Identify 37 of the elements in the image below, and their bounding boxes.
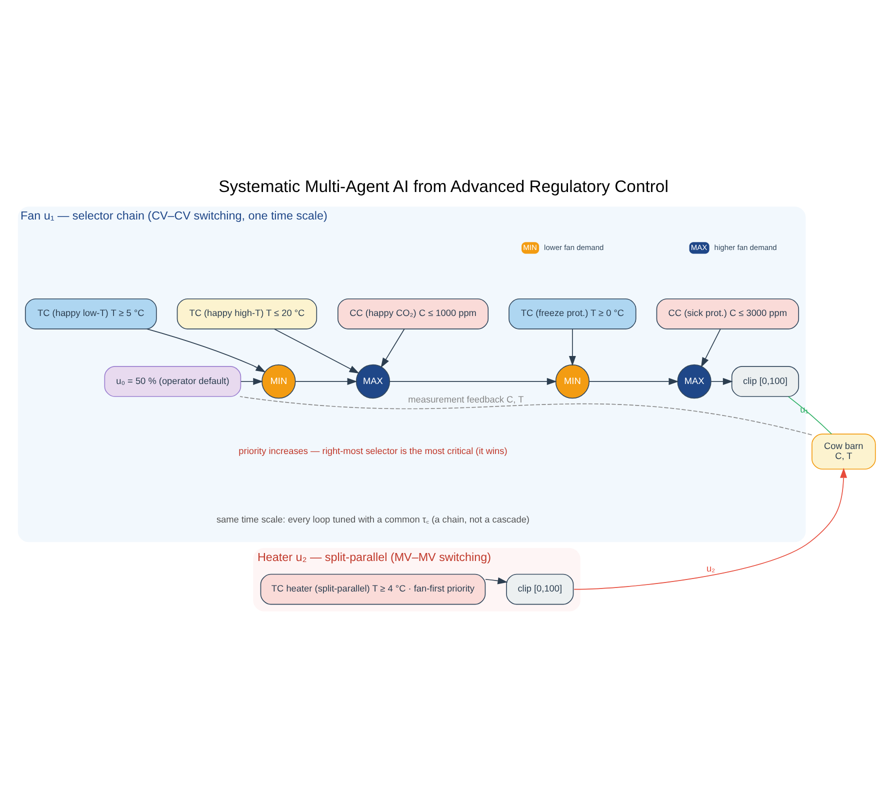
arrow xyxy=(485,576,508,584)
node-box: TC (freeze prot.) T ≥ 0 °C xyxy=(508,298,636,329)
edge-label: measurement feedback C, T xyxy=(408,394,524,404)
node-box: TC (happy low-T) T ≥ 5 °C xyxy=(24,298,157,329)
arrow xyxy=(574,467,848,590)
connector xyxy=(240,396,812,435)
arrow xyxy=(295,377,358,384)
edge-label: u₂ xyxy=(706,562,716,573)
node-circle: MIN xyxy=(555,364,590,398)
node-circle: MAX xyxy=(356,364,390,398)
node-circle: MAX xyxy=(677,364,712,398)
legend-label: lower fan demand xyxy=(544,242,604,252)
label: same time scale: every loop tuned with a common τ꜀ (a chain, not a cascade) xyxy=(216,514,530,524)
arrow xyxy=(700,328,721,367)
label: MIN xyxy=(523,242,537,252)
node-box: CC (happy CO₂) C ≤ 1000 ppm xyxy=(338,298,489,329)
node-box: TC heater (split-parallel) T ≥ 4 °C · fan-first priority xyxy=(260,573,486,604)
label: MAX xyxy=(690,242,708,252)
legend-label: higher fan demand xyxy=(714,242,777,252)
arrow xyxy=(389,377,557,384)
arrow xyxy=(146,328,266,372)
label: priority increases — right-most selector is the most critical (it wins) xyxy=(238,445,508,456)
node-box: Cow barn C, T xyxy=(812,433,876,470)
node-circle: MIN xyxy=(262,364,296,398)
node-box: u₀ = 50 % (operator default) xyxy=(104,366,242,396)
arrow xyxy=(380,328,405,368)
arrow xyxy=(568,328,576,366)
diagram-title: Systematic Multi-Agent AI from Advanced Regulatory Control xyxy=(218,176,668,196)
connector xyxy=(788,396,832,434)
arrow xyxy=(274,328,360,374)
node-box: CC (sick prot.) C ≤ 3000 ppm xyxy=(656,298,800,329)
node-box: clip [0,100] xyxy=(506,573,574,604)
arrow xyxy=(710,377,733,384)
node-box: TC (happy high-T) T ≤ 20 °C xyxy=(176,298,318,329)
arrow xyxy=(240,377,264,384)
arrow xyxy=(588,377,679,384)
node-box: clip [0,100] xyxy=(731,366,800,396)
